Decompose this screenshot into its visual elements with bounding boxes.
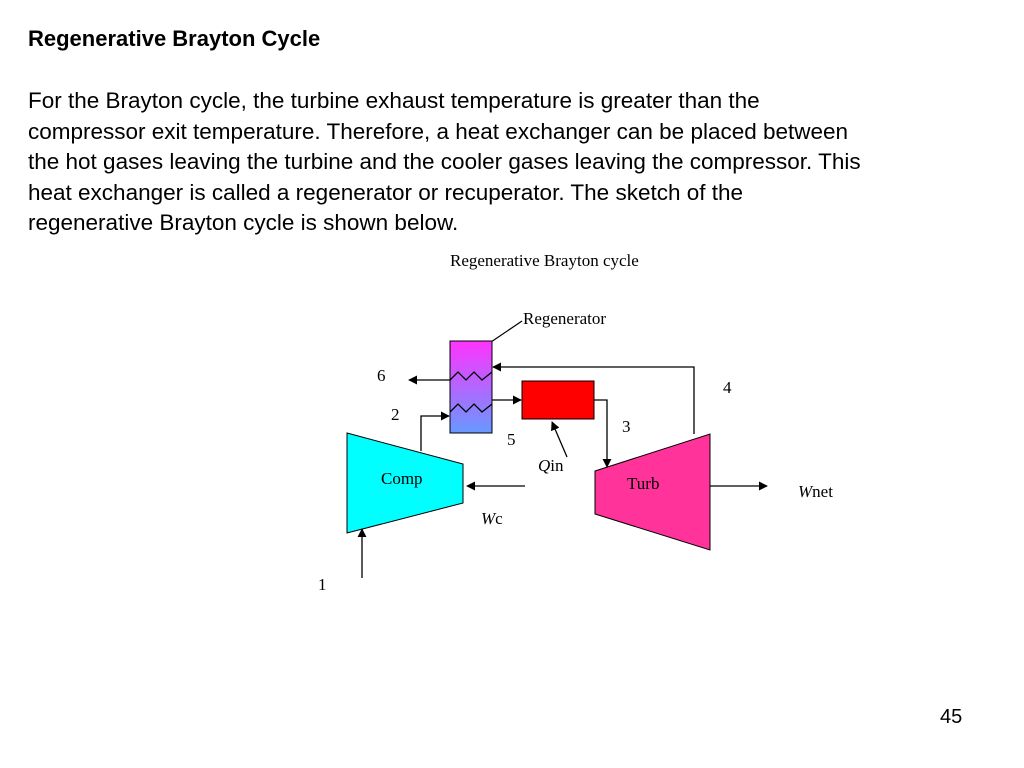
- turbine-shape: [594, 433, 711, 551]
- paragraph-line: regenerative Brayton cycle is shown belo…: [28, 210, 459, 235]
- qin-arrow: [551, 421, 568, 458]
- flow-3-to-turbine: [594, 399, 612, 468]
- qin-label: Qin: [538, 456, 564, 475]
- state-label-4: 4: [723, 378, 732, 397]
- state-label-2: 2: [391, 405, 400, 424]
- state-label-5: 5: [507, 430, 516, 449]
- regenerator-hot-coil: [449, 371, 493, 381]
- regenerator-cold-coil: [449, 403, 493, 413]
- turbine-label: Turb: [627, 474, 659, 493]
- state-label-3: 3: [622, 417, 631, 436]
- compressor-label: Comp: [381, 469, 423, 488]
- compressor-shape: [346, 432, 464, 534]
- wc-label: Wc: [481, 509, 503, 528]
- qin-symbol: Q: [538, 456, 550, 475]
- flow-2-to-regenerator: [420, 411, 450, 451]
- flow-4-to-regenerator: [492, 362, 695, 434]
- state-label-1: 1: [318, 575, 327, 594]
- diagram-title: Regenerative Brayton cycle: [450, 251, 639, 270]
- qin-subscript: in: [550, 456, 564, 475]
- paragraph-line: the hot gases leaving the turbine and th…: [28, 149, 861, 174]
- regenerator-box: [449, 340, 493, 434]
- wc-symbol: W: [481, 509, 497, 528]
- wnet-label: Wnet: [798, 482, 833, 501]
- slide-heading: Regenerative Brayton Cycle: [28, 26, 321, 51]
- paragraph-line: compressor exit temperature. Therefore, …: [28, 118, 849, 144]
- combustor-box: [521, 380, 595, 420]
- wc-subscript: c: [495, 509, 503, 528]
- paragraph-line: For the Brayton cycle, the turbine exhau…: [28, 88, 760, 113]
- regenerator-leader-line: [490, 320, 523, 343]
- state-label-6: 6: [377, 366, 386, 385]
- wnet-symbol: W: [798, 482, 814, 501]
- wnet-subscript: net: [812, 482, 833, 501]
- page-number: 45: [940, 706, 963, 728]
- paragraph-line: heat exchanger is called a regenerator o…: [28, 179, 744, 205]
- regenerator-label: Regenerator: [523, 309, 606, 328]
- intro-paragraph: For the Brayton cycle, the turbine exhau…: [28, 86, 1003, 239]
